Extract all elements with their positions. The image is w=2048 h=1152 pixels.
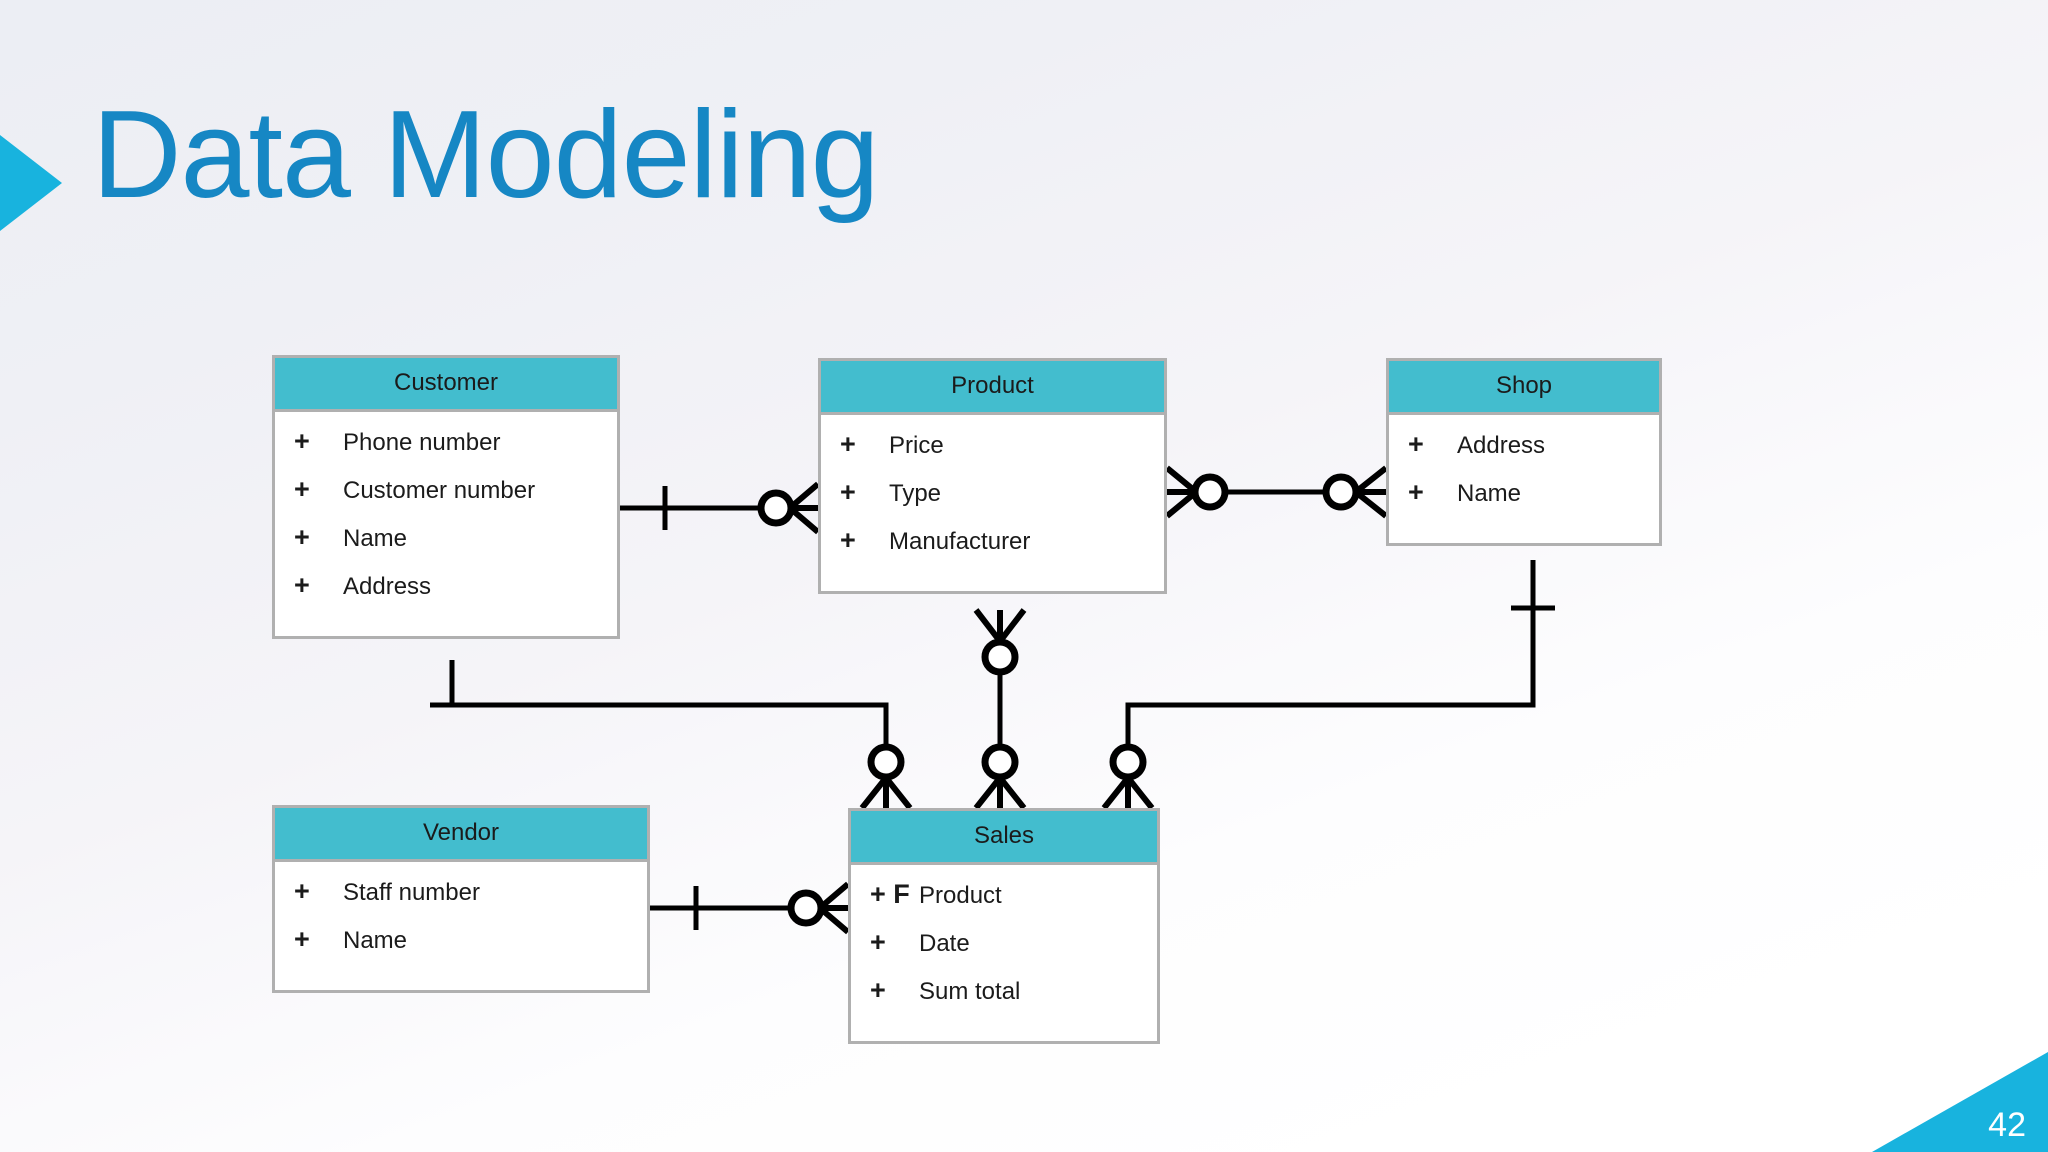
entity-product-attributes: + Price + Type + Manufacturer [821, 415, 1164, 591]
attribute-name: Product [919, 882, 1002, 909]
attribute-mark: + [294, 924, 310, 954]
attribute-name: Name [343, 525, 408, 552]
entity-vendor[interactable]: Vendor + Staff number + Name [272, 805, 650, 993]
attribute-row: + Name [1389, 477, 1659, 525]
footer-triangle-icon [1872, 1052, 2048, 1152]
entity-customer[interactable]: Customer + Phone number + Customer numbe… [272, 355, 620, 639]
attribute-row: + Customer number [275, 474, 617, 522]
attribute-row: + Sum total [851, 975, 1157, 1023]
cardinality-many-crowsfoot-sales-right [1101, 777, 1155, 810]
attribute-row: + Date [851, 927, 1157, 975]
cardinality-many-crowsfoot-product-bottom [973, 608, 1027, 642]
attribute-name: Sum total [919, 978, 1021, 1005]
entity-sales[interactable]: Sales + F Product + Date + Sum total [848, 808, 1160, 1044]
attribute-mark: + [1408, 477, 1424, 507]
connector-customer-sales [449, 660, 889, 750]
attribute-name: Price [889, 432, 944, 459]
cardinality-many-crowsfoot-product-shop [1165, 465, 1197, 519]
entity-vendor-attributes: + Staff number + Name [275, 862, 647, 990]
attribute-row: + F Product [851, 879, 1157, 927]
entity-customer-title: Customer [275, 358, 617, 412]
cardinality-zero-circle-product-shop [1191, 473, 1229, 511]
entity-product[interactable]: Product + Price + Type + Manufacturer [818, 358, 1167, 594]
cardinality-zero-circle-product [757, 489, 795, 527]
attribute-mark: + [294, 570, 310, 600]
attribute-row: + Manufacturer [821, 525, 1164, 573]
cardinality-zero-circle-sales-right [1109, 743, 1147, 781]
attribute-mark: + [294, 522, 310, 552]
attribute-name: Address [343, 573, 432, 600]
footer-corner-accent [1872, 1052, 2048, 1152]
attribute-row: + Address [1389, 429, 1659, 477]
attribute-mark: + [870, 927, 886, 957]
attribute-name: Customer number [343, 477, 536, 504]
attribute-name: Manufacturer [889, 528, 1031, 555]
attribute-mark: + [1408, 429, 1424, 459]
attribute-row: + Name [275, 924, 647, 972]
attribute-mark: + [294, 474, 310, 504]
cardinality-many-crowsfoot-sales-vendor [819, 881, 850, 935]
attribute-mark: + [840, 429, 856, 459]
title-arrow-icon [0, 135, 62, 231]
cardinality-zero-circle-sales-left [867, 743, 905, 781]
cardinality-many-crowsfoot-product [789, 481, 820, 535]
attribute-row: + Staff number [275, 876, 647, 924]
attribute-row: + Name [275, 522, 617, 570]
entity-sales-title: Sales [851, 811, 1157, 865]
entity-shop-attributes: + Address + Name [1389, 415, 1659, 543]
entity-vendor-title: Vendor [275, 808, 647, 862]
attribute-mark: + [870, 975, 886, 1005]
cardinality-zero-circle-shop [1322, 473, 1360, 511]
cardinality-zero-circle-product-bottom [981, 638, 1019, 676]
connector-shop-sales [1125, 560, 1536, 750]
attribute-row: + Address [275, 570, 617, 618]
entity-customer-attributes: + Phone number + Customer number + Name … [275, 412, 617, 636]
entity-shop-title: Shop [1389, 361, 1659, 415]
attribute-mark: + [294, 426, 310, 456]
cardinality-many-crowsfoot-shop [1355, 465, 1388, 519]
attribute-mark: + [294, 876, 310, 906]
attribute-row: + Price [821, 429, 1164, 477]
attribute-mark: + [840, 477, 856, 507]
cardinality-many-crowsfoot-sales-center [973, 777, 1027, 810]
attribute-row: + Type [821, 477, 1164, 525]
attribute-name: Name [343, 927, 408, 954]
attribute-name: Type [889, 480, 942, 507]
attribute-name: Address [1457, 432, 1546, 459]
page-title: Data Modeling [92, 86, 880, 224]
attribute-name: Phone number [343, 429, 501, 456]
attribute-mark: + F [870, 879, 910, 909]
attribute-name: Staff number [343, 879, 480, 906]
cardinality-many-crowsfoot-sales-left [859, 777, 913, 810]
attribute-mark: + [840, 525, 856, 555]
attribute-name: Name [1457, 480, 1522, 507]
cardinality-zero-circle-sales-vendor [787, 889, 825, 927]
entity-shop[interactable]: Shop + Address + Name [1386, 358, 1662, 546]
attribute-name: Date [919, 930, 970, 957]
attribute-row: + Phone number [275, 426, 617, 474]
page-number: 42 [1988, 1106, 2026, 1144]
cardinality-zero-circle-sales-center [981, 743, 1019, 781]
entity-sales-attributes: + F Product + Date + Sum total [851, 865, 1157, 1041]
entity-product-title: Product [821, 361, 1164, 415]
